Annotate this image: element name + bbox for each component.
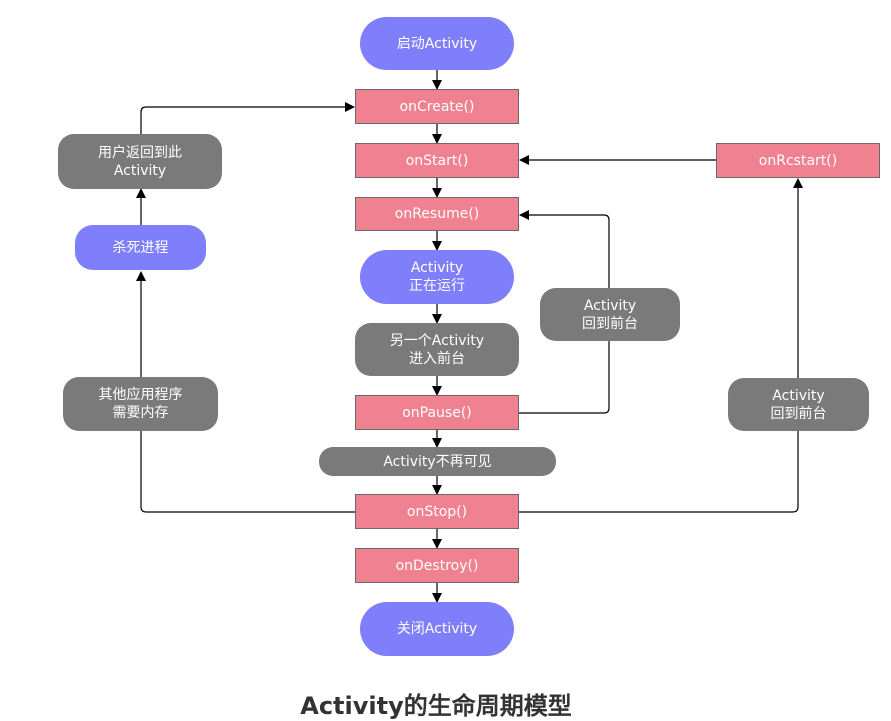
activity-not-visible-label: Activity不再可见 — [383, 453, 492, 470]
ondestroy-node: onDestroy() — [355, 548, 519, 583]
oncreate-label: onCreate() — [399, 98, 475, 115]
activity-not-visible-node: Activity不再可见 — [319, 447, 556, 476]
arrow-userreturn-to-oncreate — [140, 102, 355, 134]
kill-process-node: 杀死进程 — [75, 225, 206, 270]
onstop-label: onStop() — [406, 503, 468, 520]
ondestroy-label: onDestroy() — [395, 557, 479, 574]
launch-activity-node: 启动Activity — [360, 17, 514, 70]
onrestart-node: onRcstart() — [716, 143, 880, 178]
other-app-needs-memory-label: 其他应用程序 需要内存 — [98, 387, 183, 421]
onpause-label: onPause() — [402, 404, 472, 421]
onpause-node: onPause() — [355, 395, 519, 430]
oncreate-node: onCreate() — [355, 89, 519, 124]
another-activity-foreground-node: 另一个Activity 进入前台 — [355, 323, 519, 376]
arrow-onstop-to-kill — [136, 271, 355, 513]
diagram-title: Activity的生命周期模型 — [300, 692, 572, 720]
other-app-needs-memory-node: 其他应用程序 需要内存 — [63, 377, 218, 431]
activity-running-node: Activity 正在运行 — [360, 250, 514, 304]
activity-running-label: Activity 正在运行 — [409, 260, 465, 294]
onstart-node: onStart() — [355, 143, 519, 178]
onrestart-label: onRcstart() — [758, 152, 838, 169]
onstop-node: onStop() — [355, 494, 519, 529]
back-to-foreground-label-2: Activity 回到前台 — [770, 387, 827, 422]
back-to-foreground-node-1: Activity 回到前台 — [540, 288, 680, 341]
back-to-foreground-node-2: Activity 回到前台 — [728, 378, 869, 431]
close-activity-node: 关闭Activity — [360, 602, 514, 656]
launch-activity-label: 启动Activity — [396, 35, 478, 52]
onstart-label: onStart() — [405, 152, 469, 169]
onresume-label: onResume() — [394, 206, 480, 222]
user-returns-label: 用户返回到此 Activity — [98, 144, 182, 179]
arrow-onstop-to-onrestart — [519, 178, 803, 513]
onresume-node: onResume() — [355, 197, 519, 231]
kill-process-label: 杀死进程 — [112, 239, 169, 256]
another-activity-foreground-label: 另一个Activity 进入前台 — [389, 332, 485, 367]
back-to-foreground-label-1: Activity 回到前台 — [582, 297, 638, 332]
user-returns-node: 用户返回到此 Activity — [58, 134, 222, 189]
close-activity-label: 关闭Activity — [396, 621, 478, 637]
